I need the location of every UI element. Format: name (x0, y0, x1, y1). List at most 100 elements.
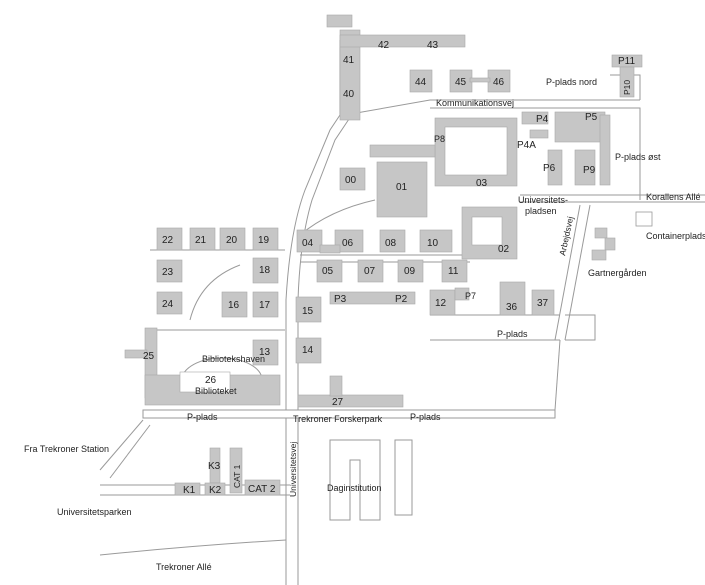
label-03: 03 (476, 178, 488, 189)
label-k1: K1 (183, 485, 196, 496)
parking-p10-block (619, 66, 635, 98)
label-universitetspladsen-2: pladsen (525, 206, 557, 216)
building-36[interactable] (499, 281, 526, 316)
label-08: 08 (385, 238, 397, 249)
label-universitetsparken: Universitetsparken (57, 507, 132, 517)
building-01[interactable] (376, 161, 428, 218)
label-p-plads-ost: P-plads øst (615, 152, 661, 162)
label-p8: P8 (434, 134, 445, 144)
label-05: 05 (322, 266, 334, 277)
building-18[interactable] (252, 257, 279, 284)
building-42-43-wing (339, 34, 466, 48)
label-20: 20 (226, 235, 238, 246)
building-k1[interactable] (174, 482, 201, 496)
label-13: 13 (259, 347, 271, 358)
label-p6: P6 (543, 163, 556, 174)
label-containerplads: Containerplads (646, 231, 705, 241)
label-12: 12 (435, 298, 447, 309)
building-19[interactable] (252, 227, 279, 251)
label-kommunikationsvej: Kommunikationsvej (436, 98, 514, 108)
label-p-plads-south: P-plads (497, 329, 528, 339)
label-17: 17 (259, 300, 271, 311)
building-27[interactable] (297, 394, 404, 408)
building-09[interactable] (397, 259, 424, 283)
label-25: 25 (143, 351, 155, 362)
label-k3: K3 (208, 461, 221, 472)
label-p7: P7 (465, 291, 476, 301)
label-16: 16 (228, 300, 240, 311)
building-15[interactable] (295, 296, 322, 323)
building-23[interactable] (156, 259, 183, 283)
label-p3: P3 (334, 294, 347, 305)
label-p5: P5 (585, 112, 598, 123)
building-00[interactable] (339, 167, 366, 191)
building-17[interactable] (252, 291, 279, 318)
label-trekroner-alle: Trekroner Allé (156, 562, 212, 572)
label-cat2: CAT 2 (248, 484, 276, 495)
label-18: 18 (259, 265, 271, 276)
label-37: 37 (537, 298, 549, 309)
building-13[interactable] (252, 339, 279, 366)
building-12[interactable] (429, 289, 456, 316)
building-21[interactable] (189, 227, 216, 251)
parking-p3-p2-block (329, 291, 416, 305)
label-gartnergaarden: Gartnergården (588, 268, 647, 278)
label-27: 27 (332, 397, 344, 408)
building-16[interactable] (221, 291, 248, 318)
building-14[interactable] (295, 337, 322, 364)
label-p4: P4 (536, 114, 549, 125)
label-36: 36 (506, 302, 518, 313)
building-24[interactable] (156, 291, 183, 315)
label-universitetsvej: Universitetsvej (288, 442, 298, 497)
building-cat1[interactable] (229, 447, 243, 494)
label-22: 22 (162, 235, 174, 246)
label-p9: P9 (583, 165, 596, 176)
label-26: 26 (205, 375, 217, 386)
label-p2: P2 (395, 294, 408, 305)
building-cat2[interactable] (244, 479, 281, 496)
building-44[interactable] (409, 69, 433, 93)
building-labels: 42 43 41 40 44 45 46 00 01 03 02 04 06 0… (143, 40, 549, 496)
building-41-40-wing (339, 29, 361, 121)
label-korallens-alle: Korallens Allé (646, 192, 701, 202)
label-23: 23 (162, 267, 174, 278)
label-44: 44 (415, 77, 427, 88)
building-08[interactable] (379, 229, 406, 253)
building-20[interactable] (219, 227, 246, 251)
label-cat1: CAT 1 (232, 464, 242, 488)
place-labels: Kommunikationsvej Korallens Allé Univers… (24, 98, 701, 572)
label-p-plads-left: P-plads (187, 412, 218, 422)
building-top-annex (326, 14, 353, 28)
label-40: 40 (343, 89, 355, 100)
building-10[interactable] (419, 229, 453, 253)
road-network (99, 40, 705, 585)
building-07[interactable] (357, 259, 384, 283)
label-arbejdsvej: Arbejdsvej (557, 215, 575, 256)
label-bibliotekshaven: Bibliotekshaven (202, 354, 265, 364)
building-k2[interactable] (204, 482, 226, 496)
buildings (124, 14, 653, 496)
label-07: 07 (364, 266, 376, 277)
building-11[interactable] (441, 259, 468, 283)
label-24: 24 (162, 299, 174, 310)
label-21: 21 (195, 235, 207, 246)
building-05[interactable] (316, 259, 343, 283)
label-k2: K2 (209, 485, 222, 496)
label-fra-trekroner-station: Fra Trekroner Station (24, 444, 109, 454)
label-41: 41 (343, 55, 355, 66)
label-universitetspladsen-1: Universitets- (518, 195, 568, 205)
label-p-plads-nord: P-plads nord (546, 77, 597, 87)
label-15: 15 (302, 306, 314, 317)
label-p11: P11 (618, 56, 635, 67)
label-14: 14 (302, 345, 314, 356)
label-02: 02 (498, 244, 510, 255)
building-22[interactable] (156, 227, 183, 251)
building-04[interactable] (296, 229, 323, 253)
label-daginstitution: Daginstitution (327, 483, 382, 493)
label-46: 46 (493, 77, 505, 88)
building-37[interactable] (531, 289, 555, 316)
label-19: 19 (258, 235, 270, 246)
building-06[interactable] (334, 229, 364, 253)
label-00: 00 (345, 175, 357, 186)
